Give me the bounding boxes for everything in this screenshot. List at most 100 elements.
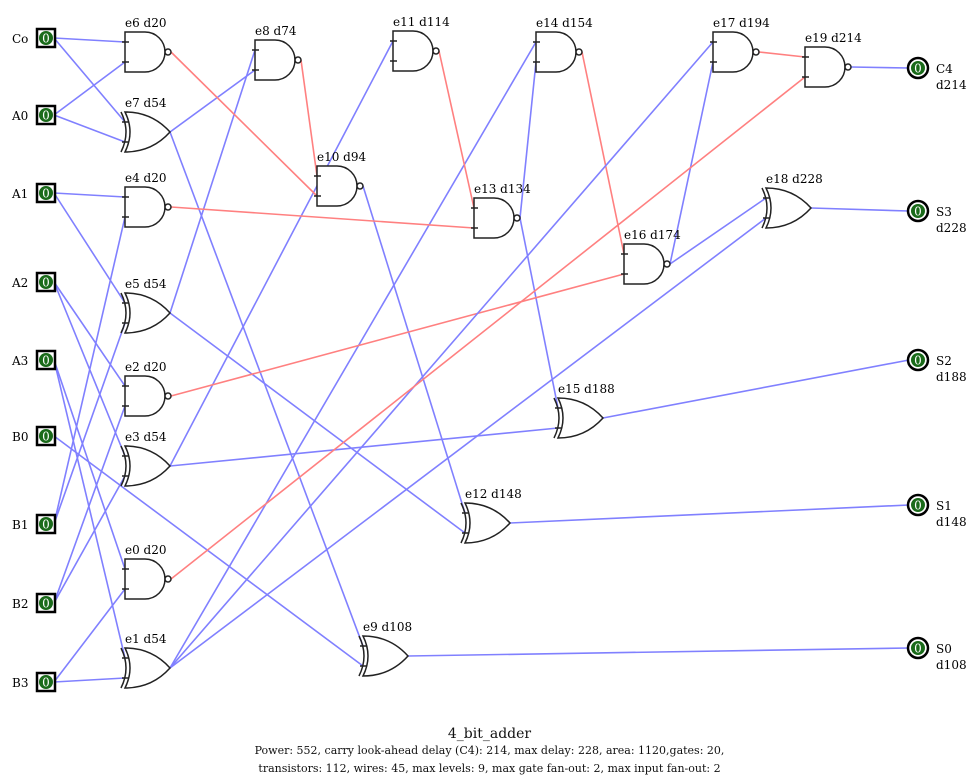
input-label: A2 bbox=[11, 276, 28, 290]
output-delay: d108 bbox=[936, 658, 967, 672]
gate-label: e11 d114 bbox=[393, 15, 450, 29]
nand-gate-e11[interactable]: e11 d114 bbox=[390, 15, 450, 72]
gate-label: e1 d54 bbox=[125, 632, 167, 646]
inverter-bubble bbox=[752, 48, 760, 56]
nand-gate-e6[interactable]: e6 d20 bbox=[122, 16, 172, 73]
nand-gate-e10[interactable]: e10 d94 bbox=[314, 150, 367, 207]
input-value: 0 bbox=[42, 32, 50, 46]
gates: e0 d20 e1 d54 e2 d20 e3 d54 e4 d20 e5 d54 e6 d… bbox=[120, 15, 862, 689]
wire bbox=[53, 192, 126, 198]
xor-body bbox=[361, 635, 410, 677]
gate-label: e9 d108 bbox=[363, 620, 412, 634]
xor-gate-e5[interactable]: e5 d54 bbox=[120, 277, 172, 334]
wire bbox=[810, 207, 910, 212]
wire bbox=[170, 206, 475, 229]
input-value: 0 bbox=[42, 518, 50, 532]
xor-input-curve bbox=[460, 502, 467, 544]
inverter-bubble bbox=[294, 56, 302, 64]
wire bbox=[362, 185, 466, 514]
input-A0[interactable]: A0 0 bbox=[11, 104, 57, 126]
inverter-bubble bbox=[164, 575, 172, 583]
inverter-bubble bbox=[432, 47, 440, 55]
wire bbox=[170, 76, 806, 580]
wire bbox=[519, 61, 537, 219]
nand-gate-e17[interactable]: e17 d194 bbox=[710, 16, 770, 73]
xor-input-curve bbox=[120, 111, 127, 153]
input-label: A0 bbox=[11, 109, 28, 123]
nand-body bbox=[623, 243, 665, 285]
wire bbox=[509, 504, 910, 524]
wire bbox=[53, 435, 364, 667]
xor-input-curve bbox=[120, 445, 127, 487]
output-label: S3 bbox=[936, 205, 952, 219]
wire bbox=[169, 312, 466, 534]
wire bbox=[438, 50, 475, 209]
wire bbox=[850, 66, 910, 69]
xor-gate-e1[interactable]: e1 d54 bbox=[120, 632, 172, 689]
output-value: 0 bbox=[914, 499, 922, 513]
wire bbox=[169, 40, 394, 467]
output-label: S2 bbox=[936, 354, 952, 368]
nand-gate-e19[interactable]: e19 d214 bbox=[802, 31, 862, 88]
nand-gate-e16[interactable]: e16 d174 bbox=[621, 228, 681, 285]
gate-label: e13 d134 bbox=[474, 182, 531, 196]
wire bbox=[169, 69, 256, 133]
input-value-led bbox=[39, 675, 53, 689]
input-value: 0 bbox=[42, 597, 50, 611]
input-value: 0 bbox=[42, 109, 50, 123]
nand-body bbox=[254, 39, 296, 81]
nand-body bbox=[712, 31, 754, 73]
gate-label: e4 d20 bbox=[125, 171, 167, 185]
nand-gate-e8[interactable]: e8 d74 bbox=[252, 24, 302, 81]
wire bbox=[53, 588, 126, 683]
nand-gate-e13[interactable]: e13 d134 bbox=[471, 182, 531, 239]
gate-label: e3 d54 bbox=[125, 430, 167, 444]
input-value: 0 bbox=[42, 676, 50, 690]
input-value-led bbox=[39, 108, 53, 122]
wire bbox=[407, 647, 910, 657]
output-value-led bbox=[911, 61, 925, 75]
xor-gate-e7[interactable]: e7 d54 bbox=[120, 96, 172, 153]
input-value-led bbox=[39, 517, 53, 531]
input-B2[interactable]: B2 0 bbox=[12, 592, 57, 614]
xor-gate-e3[interactable]: e3 d54 bbox=[120, 430, 172, 487]
stats-line-1: Power: 552, carry look-ahead delay (C4):… bbox=[254, 744, 725, 757]
xor-input-curve bbox=[120, 292, 127, 334]
nand-gate-e0[interactable]: e0 d20 bbox=[122, 543, 172, 600]
wire bbox=[53, 475, 126, 604]
wire bbox=[53, 192, 126, 304]
xor-gate-e18[interactable]: e18 d228 bbox=[761, 172, 823, 229]
wire bbox=[53, 37, 126, 123]
gate-label: e6 d20 bbox=[125, 16, 167, 30]
xor-body bbox=[123, 292, 172, 334]
output-value: 0 bbox=[914, 205, 922, 219]
output-delay: d148 bbox=[936, 515, 967, 529]
nand-gate-e4[interactable]: e4 d20 bbox=[122, 171, 172, 228]
nand-body bbox=[473, 197, 515, 239]
input-label: B2 bbox=[12, 597, 28, 611]
nand-gate-e14[interactable]: e14 d154 bbox=[533, 16, 593, 73]
nand-gate-e2[interactable]: e2 d20 bbox=[122, 360, 172, 417]
xor-input-curve bbox=[553, 397, 560, 439]
input-value: 0 bbox=[42, 354, 50, 368]
xor-body bbox=[463, 502, 512, 544]
xor-gate-e12[interactable]: e12 d148 bbox=[460, 487, 522, 544]
inverter-bubble bbox=[575, 48, 583, 56]
gate-label: e16 d174 bbox=[624, 228, 681, 242]
gate-label: e8 d74 bbox=[255, 24, 297, 38]
input-value-led bbox=[39, 353, 53, 367]
wire bbox=[53, 359, 126, 659]
xor-gate-e9[interactable]: e9 d108 bbox=[358, 620, 412, 677]
xor-gate-e15[interactable]: e15 d188 bbox=[553, 382, 615, 439]
nand-body bbox=[124, 558, 166, 600]
stats-line-2: transistors: 112, wires: 45, max levels:… bbox=[258, 762, 721, 775]
